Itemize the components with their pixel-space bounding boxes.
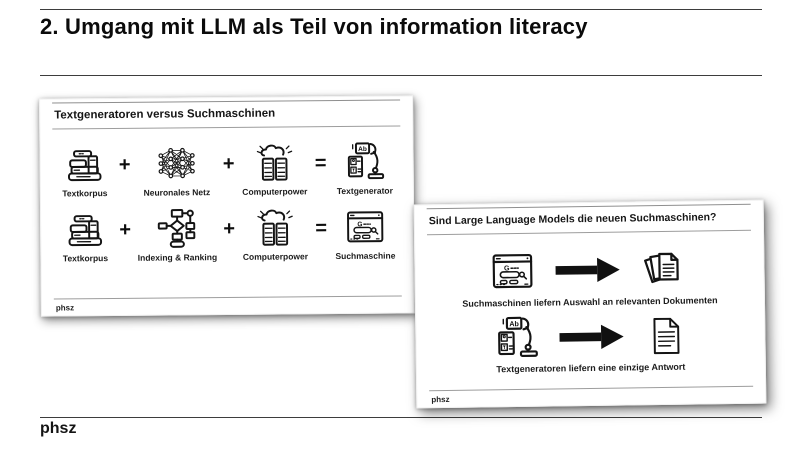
card-top-rule — [52, 99, 401, 104]
term-label: Suchmaschine — [335, 250, 396, 262]
flowchart-icon — [157, 209, 196, 248]
term-computerpower: Computerpower — [236, 141, 312, 197]
plus-operator: + — [222, 152, 235, 176]
equals-operator: = — [315, 217, 328, 240]
card-footer-rule — [429, 385, 754, 392]
server-cloud-icon — [256, 144, 293, 181]
robot-card-text: Ab — [358, 146, 367, 153]
equation-row-suchmaschine: Textkorpus + Indexing & Ranking — [41, 205, 413, 263]
term-computerpower: Computerpower — [237, 206, 313, 262]
term-indexing-ranking: Indexing & Ranking — [133, 207, 221, 263]
term-label: Textgenerator — [336, 185, 393, 197]
term-label: Neuronales Netz — [143, 187, 211, 198]
card-phsz-logo: phsz — [431, 394, 450, 405]
card-title: Textgeneratoren versus Suchmaschinen — [54, 107, 276, 122]
browser-search-icon: G — [492, 253, 533, 289]
book-stack-icon — [68, 215, 103, 247]
plus-operator: + — [223, 217, 236, 241]
title-underline-rule — [40, 75, 762, 76]
term-label: Indexing & Ranking — [137, 252, 218, 263]
mini-slide-textgeneratoren-vs-suchmaschinen: Textgeneratoren versus Suchmaschinen Tex… — [39, 95, 415, 317]
plus-operator: + — [118, 153, 131, 176]
term-textkorpus: Textkorpus — [52, 143, 116, 199]
term-label: Computerpower — [242, 251, 309, 262]
robot-arm-icon: Ab — [498, 316, 538, 357]
card-title-rule — [427, 229, 751, 236]
flow-row-textgeneratoren: Ab — [416, 312, 765, 363]
mini-slide-llm-neue-suchmaschinen: Sind Large Language Models die neuen Suc… — [413, 199, 767, 409]
footer-rule — [40, 417, 762, 418]
card-title: Sind Large Language Models die neuen Suc… — [428, 211, 717, 228]
flow-caption: Suchmaschinen liefern Auswahl an relevan… — [462, 295, 718, 309]
neural-network-icon — [158, 147, 195, 179]
card-title-rule — [52, 125, 401, 130]
equation-row-textgenerator: Textkorpus + Neuronales Netz + — [40, 140, 412, 198]
document-stack-icon — [644, 252, 679, 284]
card-phsz-logo: phsz — [55, 303, 75, 313]
flow-caption: Textgeneratoren liefern eine einzige Ant… — [496, 361, 686, 375]
card-top-rule — [426, 203, 751, 210]
plus-operator: + — [119, 218, 132, 241]
single-document-icon — [653, 317, 680, 355]
term-textkorpus: Textkorpus — [53, 208, 117, 264]
browser-search-icon: G — [347, 211, 384, 243]
flow-row-suchmaschinen: G — [415, 244, 764, 297]
robot-card-text: Ab — [509, 320, 519, 328]
phsz-logo: phsz — [40, 420, 77, 437]
thick-right-arrow-icon — [555, 257, 620, 283]
term-label: Textkorpus — [62, 188, 108, 199]
browser-logo-text: G — [357, 221, 362, 228]
equals-operator: = — [314, 152, 327, 175]
top-rule — [40, 9, 762, 10]
book-stack-icon — [67, 150, 102, 182]
thick-right-arrow-icon — [559, 324, 624, 349]
term-suchmaschine: G Suchmaschine — [329, 205, 401, 261]
term-label: Textkorpus — [62, 253, 109, 264]
term-label: Computerpower — [242, 186, 308, 197]
browser-logo-text: G — [504, 264, 510, 272]
term-neuronales-netz: Neuronales Netz — [132, 142, 220, 198]
card-footer-rule — [53, 295, 402, 300]
robot-arm-icon: Ab — [347, 142, 385, 180]
term-textgenerator: Ab Textgenerator — [328, 140, 400, 196]
slide-title: 2. Umgang mit LLM als Teil von informati… — [40, 14, 588, 39]
server-cloud-icon — [257, 209, 293, 246]
